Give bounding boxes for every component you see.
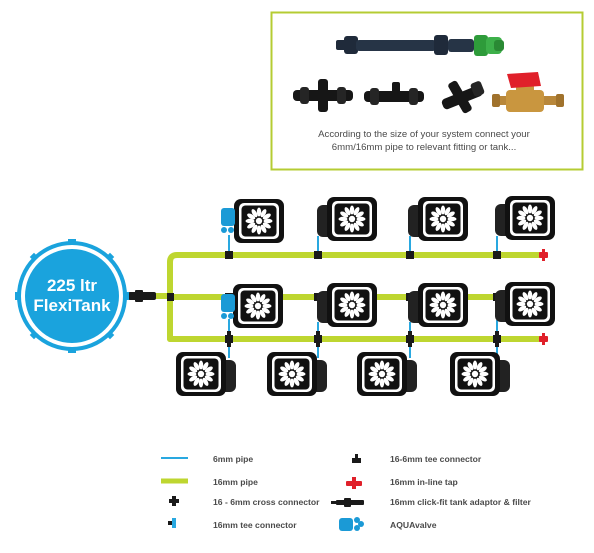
pot-row-3 [176,352,510,396]
aquavalve-units [221,208,235,319]
tank-label-line1: 225 ltr [47,276,97,295]
legend-label-cross-connector: 16 - 6mm cross connector [213,497,320,507]
pot-row-2 [233,282,555,328]
tank-adaptor-filter-image [336,35,504,56]
flexitank: 225 ltr FlexiTank [15,239,129,353]
fittings-note: According to the size of your system con… [274,128,574,154]
aquavalve-icon [339,517,364,531]
tee-connector-image [364,82,424,105]
legend-label-tank-adaptor: 16mm click-fit tank adaptor & filter [390,497,532,507]
fittings-note-line2: 6mm/16mm pipe to relevant fitting or tan… [331,142,517,153]
cross-connector-icon [169,496,179,506]
legend-label-inline-tap: 16mm in-line tap [390,477,458,487]
fittings-note-line1: According to the size of your system con… [318,129,530,140]
legend-label-16mm-pipe: 16mm pipe [213,477,258,487]
tee-connector-16mm-icon [168,518,176,528]
legend-label-aquavalve: AQUAvalve [390,520,437,530]
legend: 6mm pipe 16mm pipe 16 - 6mm cross connec… [161,454,532,531]
legend-label-16mm-tee: 16mm tee connector [213,520,297,530]
cross-connector-image [293,79,353,112]
legend-label-6mm-pipe: 6mm pipe [213,454,253,464]
elbow-tee-image [441,80,485,114]
end-taps [539,249,548,345]
pot-row-1 [234,196,555,243]
inline-tap-icon [346,477,362,489]
tee-connector-16-6mm-icon [352,454,361,463]
legend-label-16-6mm-tee: 16-6mm tee connector [390,454,482,464]
inline-tap-image [492,72,564,112]
tank-adaptor-filter-icon [331,498,364,507]
tank-label-line2: FlexiTank [33,296,111,315]
